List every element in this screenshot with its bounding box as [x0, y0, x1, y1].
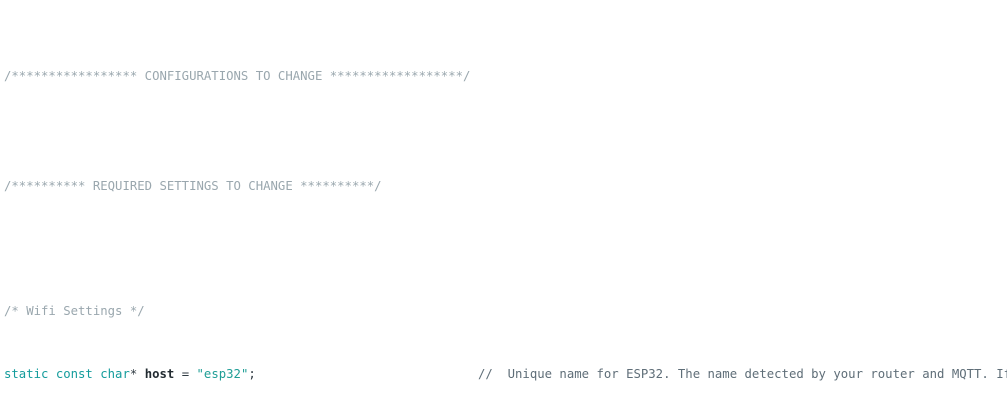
blank-line [0, 116, 1007, 132]
code-line-host[interactable]: static const char* host = "esp32"; // Uni… [0, 367, 1007, 383]
trailing-comment-host: // Unique name for ESP32. The name detec… [478, 367, 1007, 382]
banner-comment-2: /********** REQUIRED SETTINGS TO CHANGE … [4, 178, 382, 193]
banner-comment-1: /***************** CONFIGURATIONS TO CHA… [4, 68, 471, 83]
type-char: char [100, 367, 130, 382]
banner-line-1: /***************** CONFIGURATIONS TO CHA… [0, 69, 1007, 85]
banner-line-2: /********** REQUIRED SETTINGS TO CHANGE … [0, 179, 1007, 195]
keyword-static-const: static const [4, 367, 101, 382]
pointer-star: * [129, 367, 145, 382]
code-content[interactable]: /***************** CONFIGURATIONS TO CHA… [0, 6, 1007, 413]
wifi-section-comment: /* Wifi Settings */ [4, 304, 145, 319]
assign-operator: = [174, 367, 197, 382]
identifier-host: host [144, 367, 175, 382]
blank-line [0, 226, 1007, 242]
wifi-section-comment-line: /* Wifi Settings */ [0, 304, 1007, 320]
semicolon: ; [248, 367, 256, 382]
string-host-value: "esp32" [196, 367, 249, 382]
